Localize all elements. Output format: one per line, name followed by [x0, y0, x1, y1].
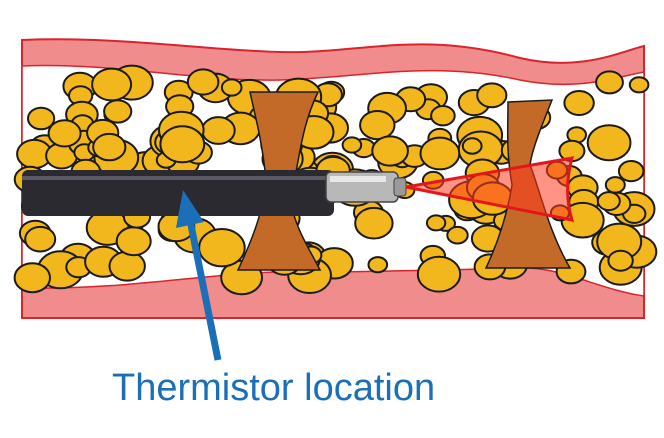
fat-cell — [607, 249, 634, 272]
fat-cell — [108, 250, 146, 282]
fat-cell — [103, 99, 133, 124]
fat-cell — [186, 68, 220, 96]
fat-cell — [159, 125, 206, 164]
fat-cell — [371, 135, 409, 167]
fat-cell — [595, 70, 624, 95]
catheter-shaft — [22, 170, 334, 216]
fat-cell — [26, 106, 56, 131]
fat-cell — [446, 225, 469, 245]
thermistor-location-label: Thermistor location — [112, 367, 436, 409]
fat-cell — [476, 82, 508, 109]
fat-cell — [198, 228, 246, 268]
fat-cell — [47, 119, 82, 148]
catheter-highlight — [22, 176, 334, 180]
pointer-arrow — [176, 190, 222, 361]
fat-cell — [628, 76, 650, 94]
fat-cell — [354, 206, 394, 240]
fat-cell — [430, 105, 456, 127]
fat-cell — [425, 214, 447, 232]
probe-tip-nozzle — [393, 177, 407, 197]
fat-cell — [24, 225, 57, 253]
fat-cell — [91, 67, 133, 102]
arrow-shaft — [186, 219, 222, 361]
fat-cell — [92, 132, 127, 162]
fat-cell — [341, 136, 363, 154]
fat-cell — [220, 78, 243, 97]
fat-cell — [586, 124, 632, 162]
probe-tip-band — [330, 176, 386, 182]
fat-cell — [617, 160, 645, 183]
fat-cell — [359, 110, 396, 141]
fat-cell — [419, 136, 461, 171]
fat-cell — [416, 255, 462, 293]
fat-cell — [461, 137, 483, 155]
laser-beam — [405, 156, 575, 222]
fat-cell — [115, 226, 152, 257]
fat-cell — [596, 191, 621, 212]
arrow-up-pointer-icon — [176, 190, 204, 228]
catheter-probe — [22, 170, 407, 216]
fat-cell — [13, 262, 51, 294]
fat-cell — [563, 90, 595, 116]
fat-cell — [201, 116, 236, 145]
laser-cone — [405, 156, 575, 222]
fat-cell — [367, 256, 389, 274]
fat-cell — [604, 176, 626, 194]
